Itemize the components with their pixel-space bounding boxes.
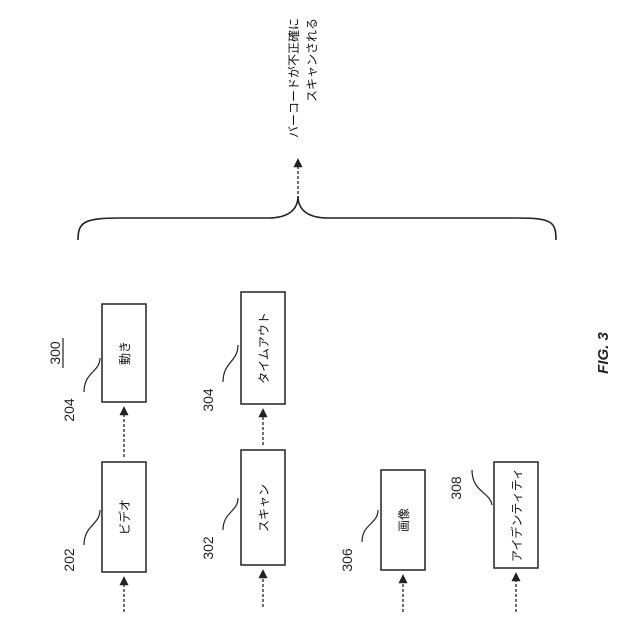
timeout-ref: 304	[200, 388, 216, 412]
timeout-ref-leader	[223, 345, 238, 382]
scan-box-label: スキャン	[257, 484, 271, 532]
video-box-label: ビデオ	[117, 499, 132, 535]
outcome-text-line1: バーコードが不正確に	[286, 18, 301, 138]
identity-box-label: アイデンティティ	[509, 468, 524, 562]
figure-number: 300	[47, 338, 63, 368]
grouping-brace	[78, 196, 556, 240]
motion-box-label: 動き	[118, 341, 132, 365]
identity-ref-leader	[472, 470, 492, 505]
video-ref-leader	[84, 510, 100, 545]
scan-ref: 302	[200, 536, 216, 560]
image-ref-leader	[362, 510, 378, 542]
figure-caption: FIG. 3	[595, 332, 612, 374]
scan-ref-leader	[223, 498, 238, 530]
motion-ref-leader	[84, 358, 100, 392]
timeout-box-label: タイムアウト	[257, 312, 271, 384]
image-ref: 306	[339, 548, 355, 572]
video-ref: 202	[61, 548, 77, 572]
outcome-text-line2: スキャンされる	[305, 18, 319, 102]
image-box-label: 画像	[397, 508, 411, 532]
outcome-text: バーコードが不正確に スキャンされる	[286, 18, 319, 138]
svg-text:300: 300	[47, 341, 63, 365]
motion-ref: 204	[61, 398, 77, 422]
identity-ref: 308	[448, 476, 464, 500]
